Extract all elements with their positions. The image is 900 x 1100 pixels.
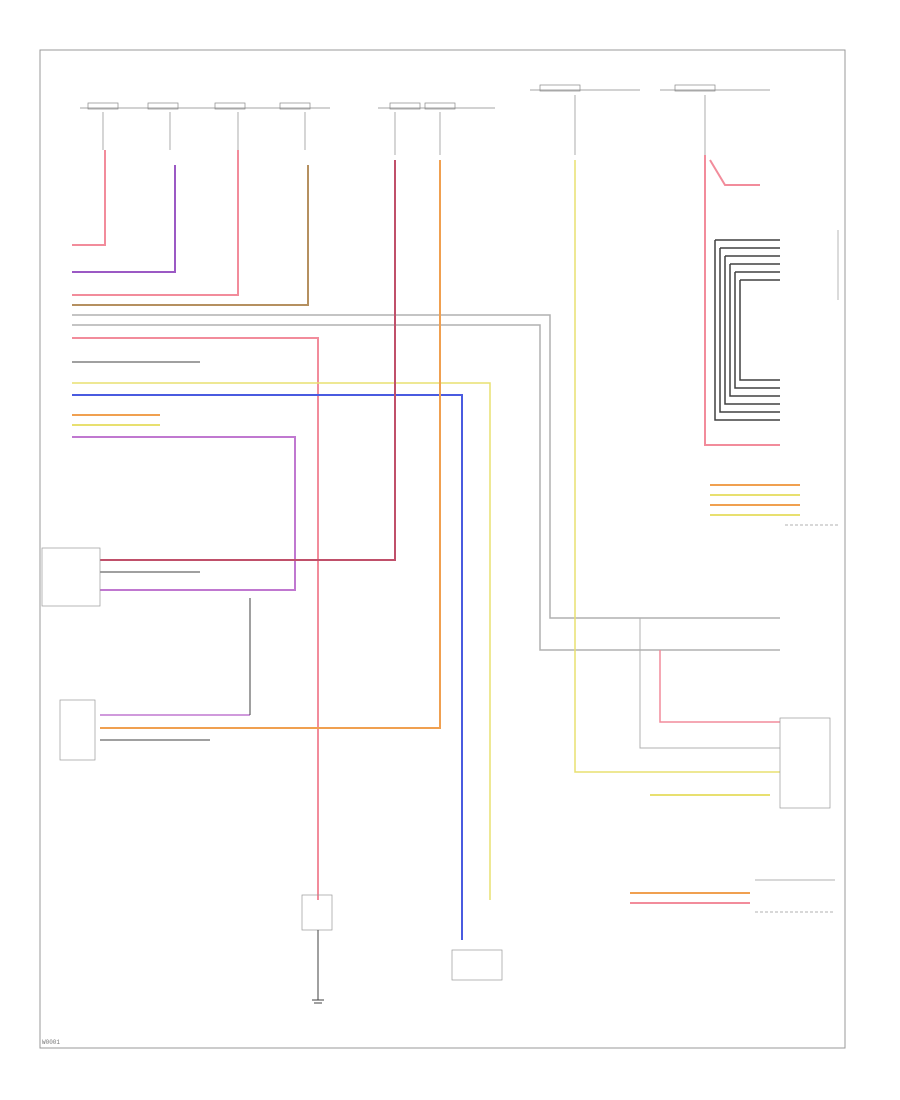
combination-switch-box	[41, 547, 101, 607]
ground-symbol-brake	[312, 930, 324, 1004]
wire-red-5	[659, 650, 780, 723]
wire-orange-2	[100, 160, 441, 729]
wire-dark-red-1	[100, 160, 396, 561]
wire-black-2	[100, 571, 251, 741]
wire-brown-1	[72, 165, 309, 306]
diagram-frame	[39, 49, 846, 1049]
right-control-module-box	[779, 717, 831, 809]
wire-yellow-1	[72, 382, 491, 900]
wire-violet-2	[72, 436, 296, 591]
wire-red-3	[72, 337, 319, 900]
fuse-group-left	[80, 102, 330, 150]
wire-grey-1	[72, 314, 780, 619]
fuse-group-right-a	[530, 84, 640, 155]
wire-yellow-3	[574, 160, 780, 773]
fuse-group-right-b	[660, 84, 770, 155]
wire-bundle-black	[714, 239, 780, 421]
wire-violet-1	[72, 165, 176, 273]
wire-blue-1	[72, 394, 463, 940]
wire-red-4	[704, 155, 780, 446]
brake-light-switch-box	[301, 894, 333, 931]
wire-red-1	[72, 150, 106, 246]
brake-fluid-sensor-box	[451, 949, 503, 981]
wire-grey-2	[72, 324, 780, 651]
wire-grey-3	[639, 618, 780, 749]
fuse-group-middle	[378, 102, 495, 155]
wire-stubs-right	[630, 484, 800, 904]
rear-light-switch-box	[59, 699, 96, 761]
wire-red-2	[72, 150, 239, 296]
footer-code: W0001	[42, 1039, 60, 1046]
